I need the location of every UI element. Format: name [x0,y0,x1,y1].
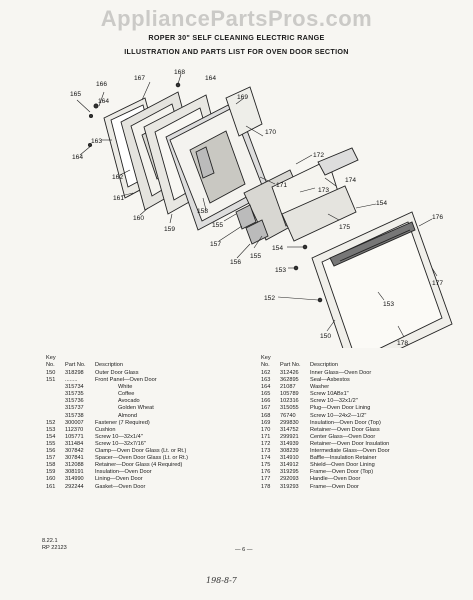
callout-label: 176 [432,214,443,221]
callout-label: 170 [265,129,276,136]
callout-label: 152 [264,295,275,302]
callout-label: 153 [383,301,394,308]
callout-label: 150 [320,333,331,340]
callout-label: 154 [272,245,283,252]
page-title: ROPER 30" SELF CLEANING ELECTRIC RANGE [148,33,325,42]
page-subtitle: ILLUSTRATION AND PARTS LIST FOR OVEN DOO… [124,47,349,56]
callout-label: 153 [275,267,286,274]
callout-label: 164 [98,98,109,105]
parts-table-header: Key No. Part No. Description [46,352,268,368]
callout-label: 172 [313,152,324,159]
exploded-door-diagram: 168 164 165 166 167 164 163 169 170 164 … [70,69,453,348]
callout-label: 175 [339,224,350,231]
header-description: Description [95,361,123,368]
callout-label: 160 [133,215,144,222]
insulation-top [225,86,263,137]
callout-label: 167 [134,75,145,82]
page-number: — 6 — [235,547,253,553]
header-key: Key No. [46,355,56,368]
callout-label: 159 [164,226,175,233]
callout-label: 164 [205,75,216,82]
header-part: Part No. [280,361,301,368]
callout-label: 155 [212,222,223,229]
footer-code: 8.22.1 [42,538,58,544]
callout-label: 174 [345,177,356,184]
callout-label: 177 [432,280,443,287]
callout-label: 165 [70,91,81,98]
callout-label: 168 [174,69,185,76]
callout-labels: 168 164 165 166 167 164 163 169 170 164 … [70,69,443,347]
retainer-strip [195,146,215,179]
callout-label: 166 [96,81,107,88]
callout-label: 158 [197,208,208,215]
footer-codes: 8.22.1 RP 22123 [42,538,67,552]
clamp-left [235,204,257,230]
header-key: Key No. [261,355,271,368]
callout-label: 157 [210,241,221,248]
callout-label: 155 [250,253,261,260]
handwritten-note: 198-8-7 [206,576,237,585]
part-row: 151........Front Panel—Oven Door [46,377,157,384]
callout-label: 156 [230,259,241,266]
callout-label: 171 [276,182,287,189]
footer-rp-number: RP 22123 [42,545,67,551]
callout-label: 161 [113,195,124,202]
callout-label: 178 [397,340,408,347]
clamp-right [245,219,269,245]
door-handle [329,221,416,267]
callout-label: 154 [376,200,387,207]
callout-label: 164 [72,154,83,161]
callout-label: 173 [318,187,329,194]
baffle [317,147,359,176]
header-part: Part No. [65,361,86,368]
callout-label: 169 [237,94,248,101]
callout-label: 163 [91,138,102,145]
callout-label: 162 [112,174,123,181]
parts-table-header: Key No. Part No. Description [261,352,460,368]
header-description: Description [310,361,338,368]
watermark-text: AppliancePartsPros.com [100,6,373,31]
lining-shield [281,185,357,242]
